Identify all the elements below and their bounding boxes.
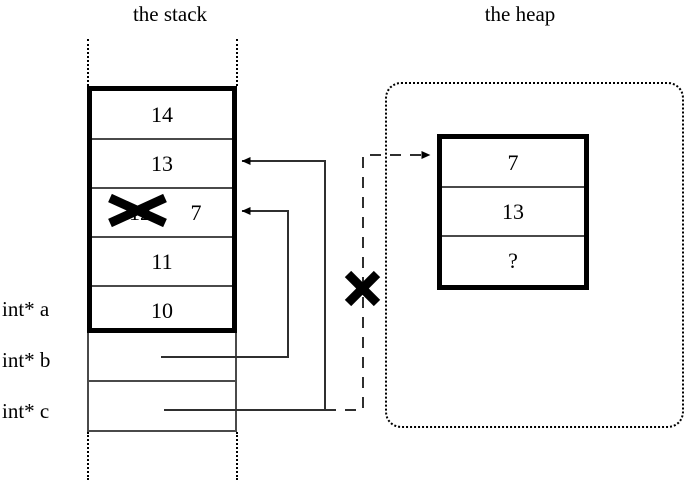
heap-cell-2: ? — [508, 248, 518, 273]
stack-cell-overwritten: 12 7 — [92, 189, 232, 238]
stack-variable-cells — [87, 333, 237, 432]
heap-cell-0: 7 — [442, 139, 584, 188]
stack-var-cell-c — [89, 382, 235, 431]
var-label-c: int* c — [2, 399, 50, 423]
stack-dotted-top-right — [236, 39, 238, 86]
var-label-b: int* b — [2, 348, 51, 372]
stack-cell-11: 11 — [92, 238, 232, 287]
heap-block: 7 13 ? — [437, 134, 589, 290]
var-label-a: int* a — [2, 297, 50, 321]
stack-cell-13: 13 — [92, 140, 232, 189]
stack-dotted-bottom-right — [236, 432, 238, 480]
stack-frame: 14 13 12 7 11 10 — [87, 86, 237, 333]
stack-cell-old-value: 12 — [129, 200, 151, 225]
stack-cell-10: 10 — [151, 298, 173, 323]
stack-dotted-bottom-left — [87, 432, 89, 480]
x-broken-pointer-icon — [344, 270, 381, 307]
heap-cell-1: 13 — [442, 188, 584, 237]
stack-title: the stack — [132, 2, 208, 26]
stack-dotted-top-left — [87, 39, 89, 86]
stack-cell-new-value: 7 — [190, 200, 202, 225]
stack-cell-14: 14 — [92, 91, 232, 140]
heap-title: the heap — [484, 2, 556, 26]
stack-var-cell-b — [89, 333, 235, 382]
